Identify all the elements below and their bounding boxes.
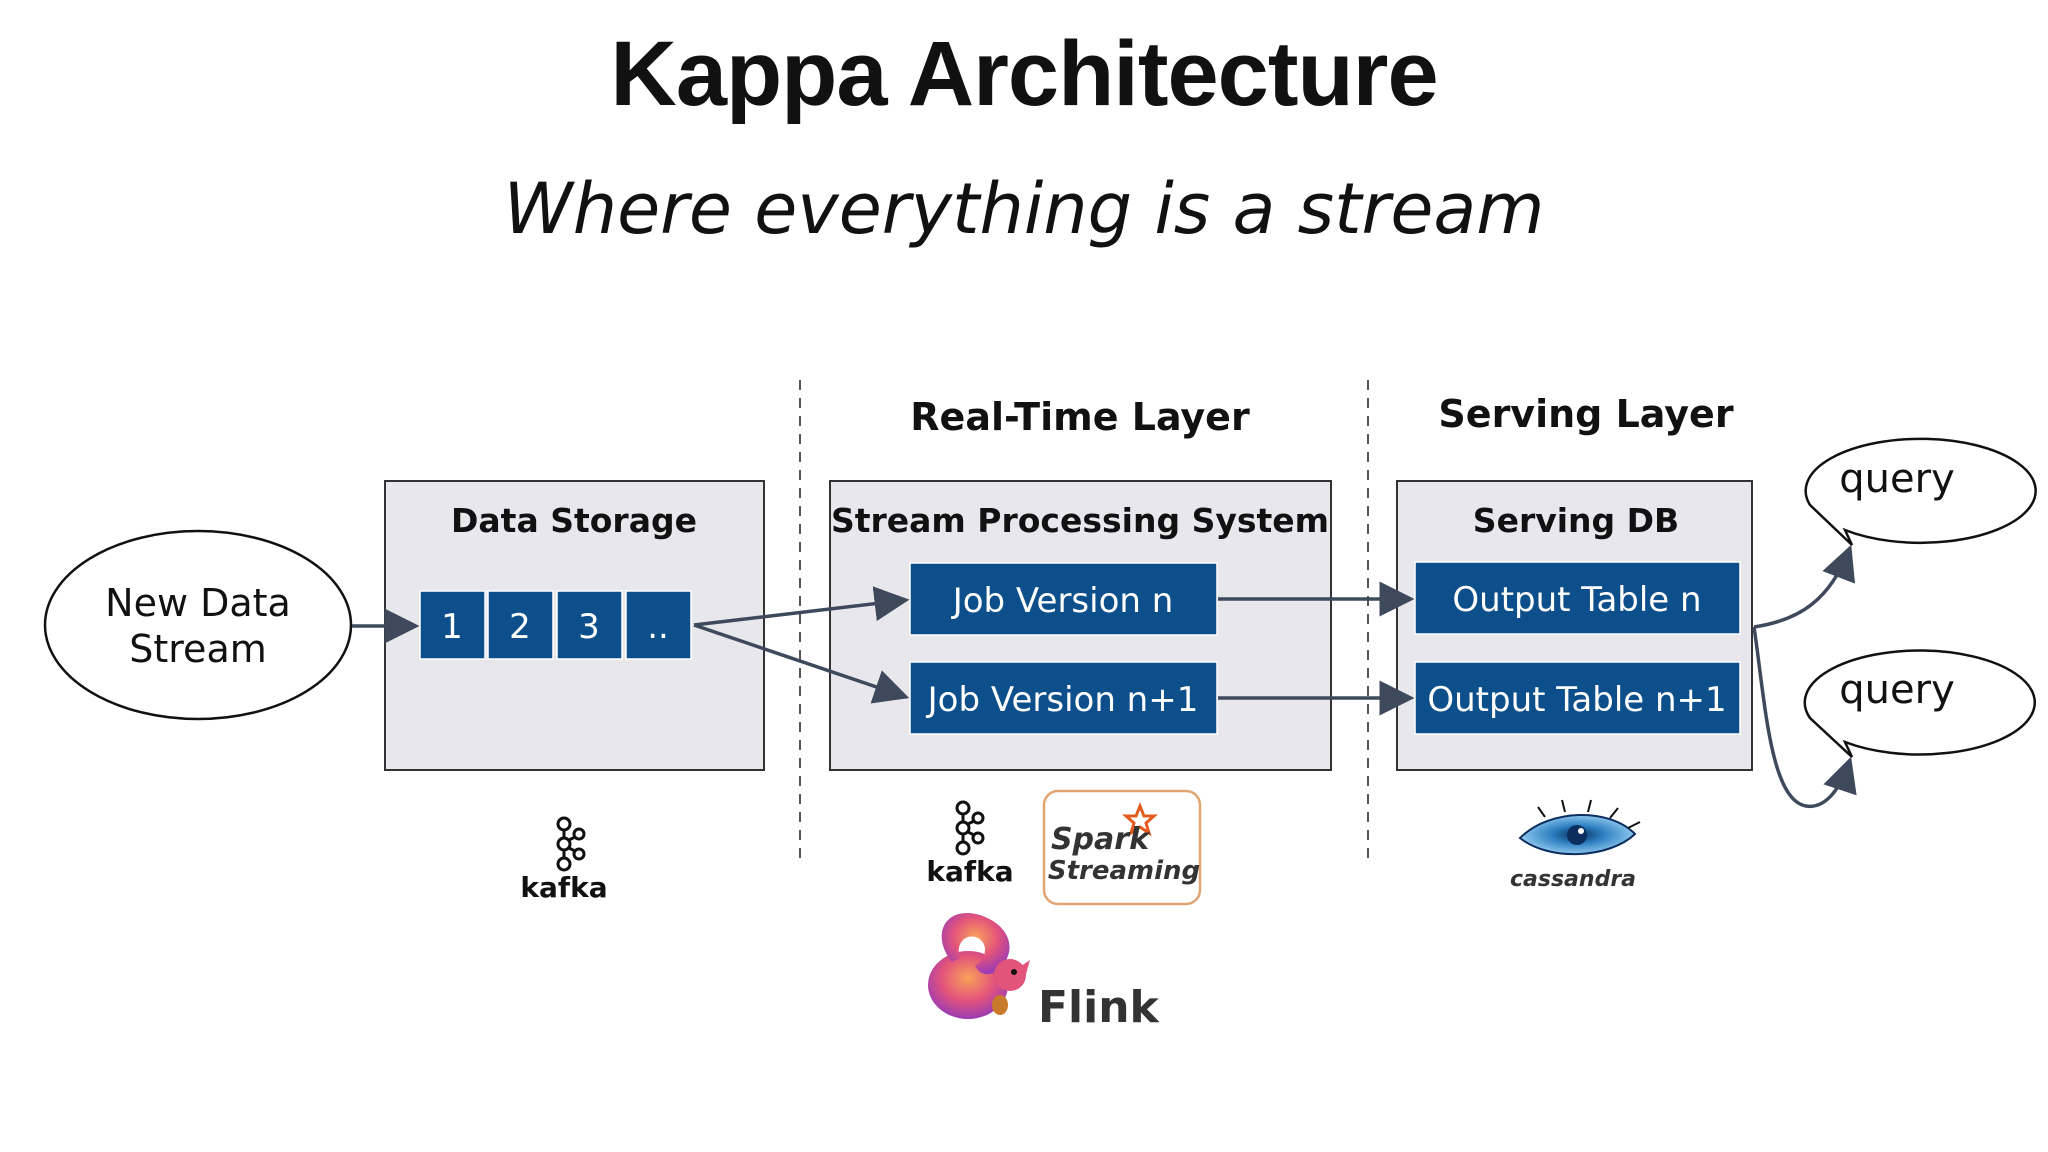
serving-layer-heading: Serving Layer: [1438, 392, 1733, 436]
query-bubble-1-label: query: [1839, 456, 1954, 502]
storage-cell-3: [556, 590, 623, 660]
realtime-layer-heading: Real-Time Layer: [910, 395, 1250, 439]
output-table-n-box: [1414, 561, 1741, 635]
storage-cell-3-label: 3: [578, 607, 600, 647]
new-data-stream-label-line1: New Data: [105, 581, 291, 625]
arrow-db-to-query-1: [1753, 544, 1856, 629]
storage-cell-1-label: 1: [441, 607, 463, 647]
spark-streaming-logo-frame: [1042, 789, 1202, 906]
flink-squirrel-icon: [928, 913, 1030, 1019]
arrow-storage-to-job-n1: [693, 623, 910, 704]
storage-cell-4-label: ..: [647, 607, 669, 647]
cassandra-logo-text: cassandra: [1510, 867, 1636, 892]
kafka-logo-storage-text: kafka: [520, 871, 607, 904]
slide-title: Kappa Architecture: [610, 23, 1438, 125]
kafka-logo-icon: [556, 816, 586, 872]
query-bubble-2: [1803, 649, 2036, 758]
storage-cell-1: [419, 590, 486, 660]
spark-logo-word: Spark: [1051, 822, 1151, 857]
new-data-stream-label-line2: Stream: [129, 627, 267, 671]
data-storage-title: Data Storage: [451, 501, 697, 540]
cassandra-eye-icon: [1518, 799, 1641, 855]
flink-logo-text: Flink: [1038, 982, 1161, 1033]
output-table-n-label: Output Table n: [1452, 580, 1701, 620]
slide-subtitle: Where everything is a stream: [503, 168, 1545, 250]
query-bubble-1: [1804, 437, 2037, 546]
output-table-n1-box: [1414, 661, 1741, 735]
spark-star-icon: [1122, 801, 1158, 837]
arrow-db-to-query-2: [1752, 626, 1857, 808]
arrow-storage-to-job-n: [693, 586, 910, 627]
storage-cell-2: [487, 590, 554, 660]
kafka-logo-processing-text: kafka: [926, 855, 1013, 888]
new-data-stream-node: [43, 529, 353, 721]
job-version-n-label: Job Version n: [951, 581, 1174, 621]
output-table-n1-label: Output Table n+1: [1427, 680, 1726, 720]
storage-cell-2-label: 2: [509, 607, 531, 647]
kafka-logo-icon: [955, 800, 985, 856]
query-bubble-2-label: query: [1839, 667, 1954, 713]
storage-cell-4: [625, 590, 692, 660]
serving-db-title: Serving DB: [1473, 501, 1679, 540]
spark-streaming-logo-word: Streaming: [1048, 856, 1200, 886]
job-version-n1-box: [909, 661, 1218, 735]
stream-processing-title: Stream Processing System: [831, 501, 1329, 540]
job-version-n1-label: Job Version n+1: [926, 680, 1199, 720]
job-version-n-box: [909, 562, 1218, 636]
